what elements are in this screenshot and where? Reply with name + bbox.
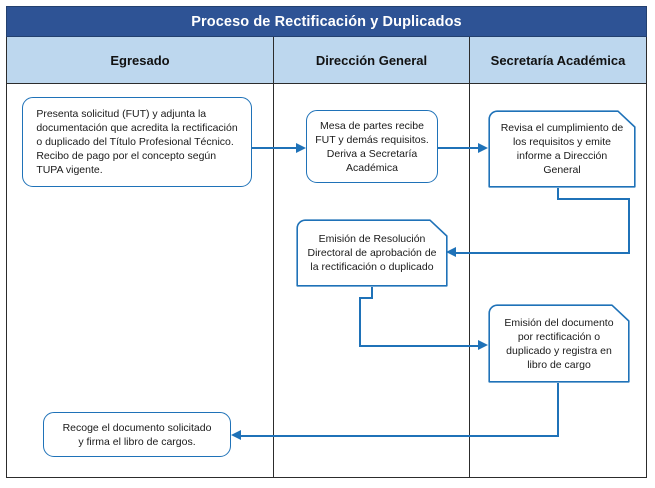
connector-n1-n2	[252, 146, 298, 150]
connector-n5-n6-seg2	[240, 434, 559, 437]
process-node-revisa-cumplimiento[interactable]: Revisa el cumplimiento de los requisitos…	[488, 110, 636, 188]
arrow-head-n2-n3	[478, 142, 488, 153]
connector-n4-n5-seg3	[359, 296, 362, 347]
node-text: Presenta solicitud (FUT) y adjunta la do…	[36, 108, 238, 176]
lane-header-secretaria-academica: Secretaría Académica	[470, 37, 646, 83]
process-node-emision-documento[interactable]: Emisión del documento por rectificación …	[488, 304, 630, 383]
connector-n3-n4-seg3	[627, 197, 630, 254]
lane-header-label: Egresado	[110, 52, 170, 68]
connector-n5-n6-seg1	[557, 383, 560, 437]
node-text: Emisión de Resolución Directoral de apro…	[307, 233, 437, 273]
connector-n4-n5-seg4	[359, 344, 480, 347]
clipped-box-shape	[488, 110, 636, 188]
process-node-presenta-solicitud[interactable]: Presenta solicitud (FUT) y adjunta la do…	[22, 97, 252, 187]
connector-n3-n4-seg1	[557, 188, 560, 199]
process-node-emision-resolucion[interactable]: Emisión de Resolución Directoral de apro…	[296, 219, 448, 287]
connector-n3-n4-seg2	[557, 197, 630, 200]
connector-n3-n4-seg4	[455, 251, 630, 254]
lane-header-egresado: Egresado	[7, 37, 274, 83]
clipped-box-shape	[296, 219, 448, 287]
clipped-box-shape	[488, 304, 630, 383]
process-node-mesa-de-partes[interactable]: Mesa de partes recibe FUT y demás requis…	[306, 110, 438, 183]
diagram-title: Proceso de Rectificación y Duplicados	[191, 13, 462, 30]
node-text: Emisión del documento por rectificación …	[504, 316, 614, 371]
connector-n4-n5-seg2	[359, 296, 373, 299]
lane-divider-1	[273, 84, 274, 478]
node-text: Recoge el documento solicitado y firma e…	[62, 421, 212, 448]
arrow-head-n5-n6	[231, 430, 241, 441]
arrow-head-n1-n2	[296, 142, 306, 153]
connector-n4-n5-seg1	[371, 287, 374, 298]
process-node-recoge-documento[interactable]: Recoge el documento solicitado y firma e…	[43, 412, 231, 457]
lane-divider-2	[469, 84, 470, 478]
lane-header-direccion-general: Dirección General	[274, 37, 470, 83]
diagram-title-bar: Proceso de Rectificación y Duplicados	[6, 6, 647, 37]
node-text: Revisa el cumplimiento de los requisitos…	[500, 122, 624, 176]
arrow-head-n3-n4	[446, 247, 456, 258]
lane-header-label: Secretaría Académica	[490, 52, 626, 68]
swimlane-header-row: Egresado Dirección General Secretaría Ac…	[6, 37, 647, 84]
connector-n2-n3	[438, 146, 480, 150]
arrow-head-n4-n5	[478, 340, 488, 351]
lane-header-label: Dirección General	[315, 52, 428, 68]
node-text: Mesa de partes recibe FUT y demás requis…	[315, 119, 429, 174]
